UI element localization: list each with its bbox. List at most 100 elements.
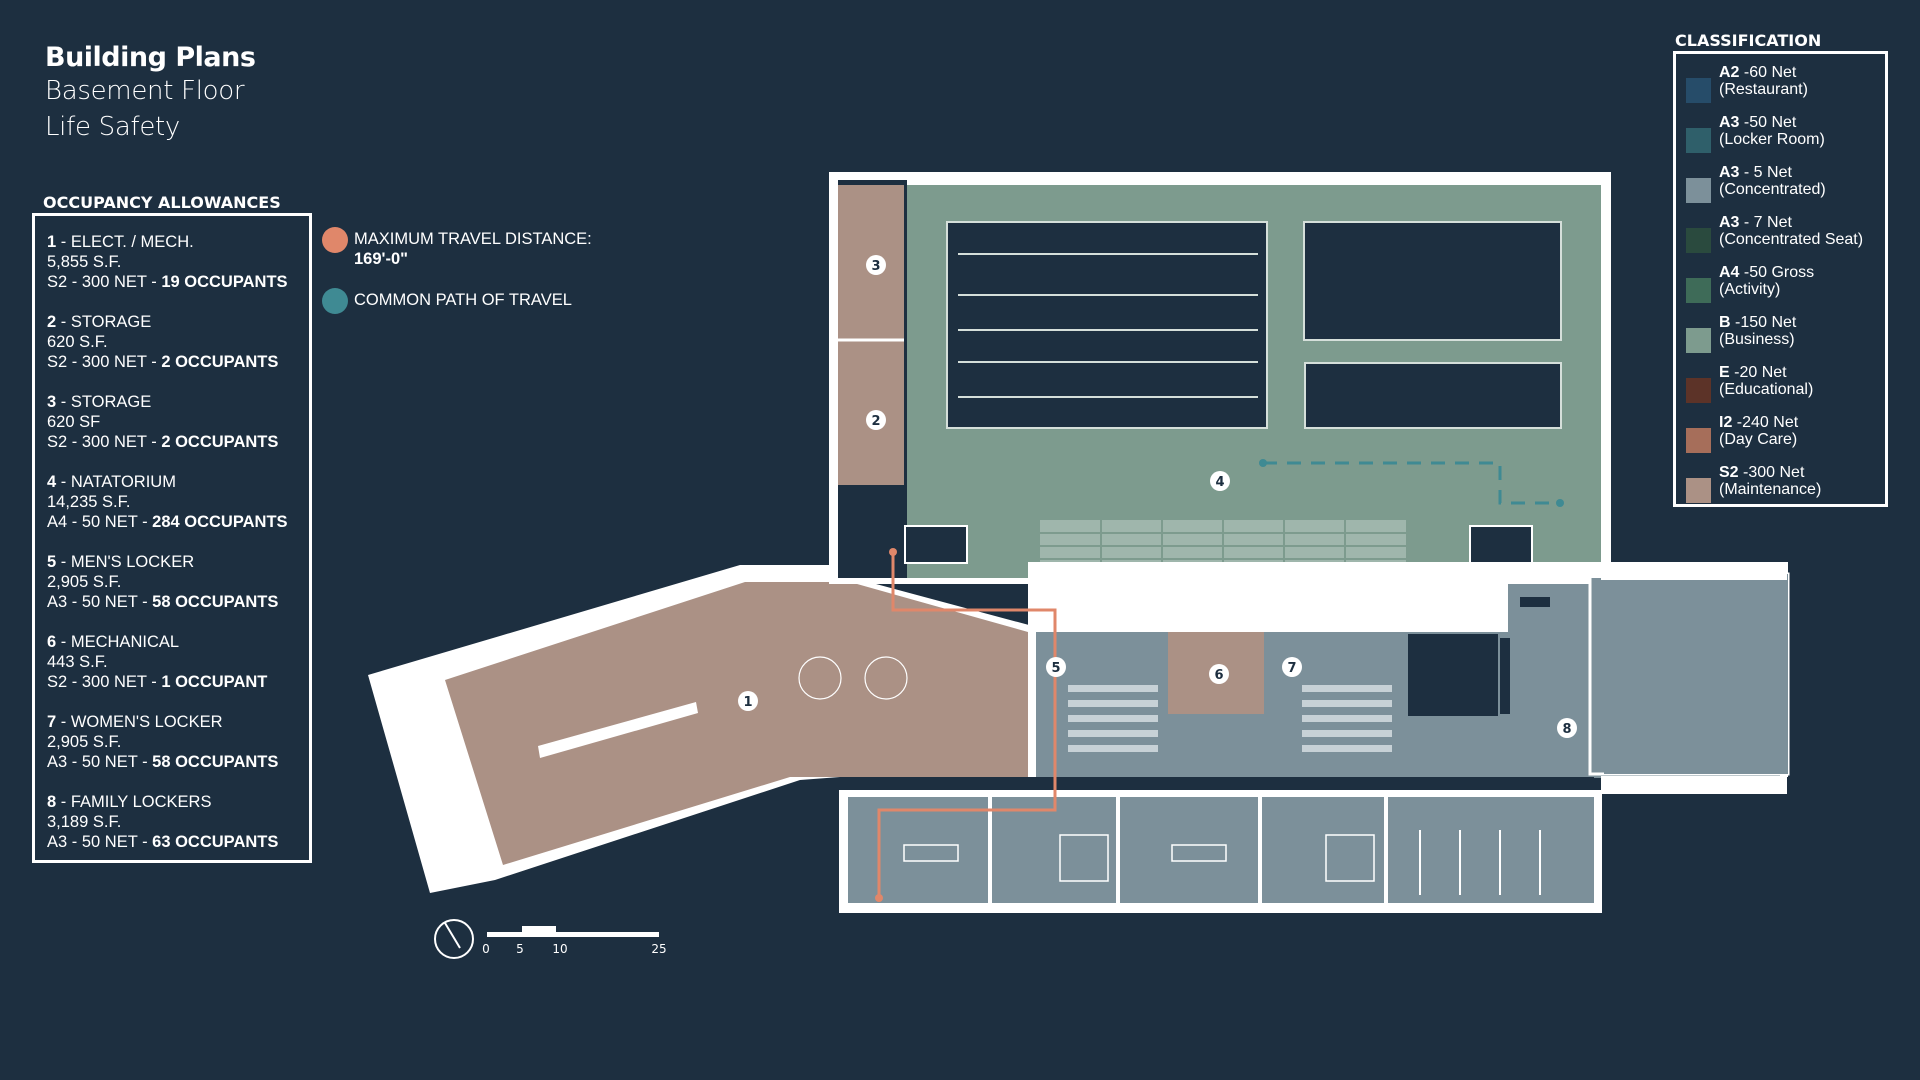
room-marker-3: 3 <box>866 255 886 275</box>
occupancy-count: 2 OCCUPANTS <box>161 433 279 451</box>
classification-code: E <box>1719 364 1730 381</box>
common-path-end <box>1556 499 1564 507</box>
occupancy-rule: S2 - 300 NET - <box>47 673 162 691</box>
occupancy-num: 4 <box>47 473 57 491</box>
classification-desc: (Restaurant) <box>1719 81 1808 98</box>
common-path-dot <box>322 288 348 314</box>
occupancy-num: 1 <box>47 233 57 251</box>
occupancy-name: - STORAGE <box>56 313 152 331</box>
classification-code: I2 <box>1719 414 1733 431</box>
occupancy-count: 1 OCCUPANT <box>161 673 268 691</box>
lap-pool <box>946 221 1268 429</box>
scale-bar: 0 5 10 25 <box>482 926 667 956</box>
occupancy-num: 6 <box>47 633 57 651</box>
occupancy-name: - FAMILY LOCKERS <box>56 793 212 811</box>
classification-label: -240 Net <box>1732 414 1799 431</box>
room-3-2-storage <box>838 185 904 485</box>
max-travel-value: 169'-0" <box>354 250 408 268</box>
occupancy-entry: 1 - ELECT. / MECH.5,855 S.F.S2 - 300 NET… <box>47 232 309 292</box>
occupancy-count: 2 OCCUPANTS <box>161 353 279 371</box>
occupancy-num: 2 <box>47 313 57 331</box>
classification-swatch <box>1686 378 1711 403</box>
occupancy-area: 620 SF <box>47 413 101 431</box>
svg-text:8: 8 <box>1562 722 1571 737</box>
leisure-pool <box>1303 221 1562 341</box>
svg-text:7: 7 <box>1287 661 1296 676</box>
occupancy-count: 19 OCCUPANTS <box>161 273 288 291</box>
classification-item: A3 - 7 Net(Concentrated Seat) <box>1686 214 1885 264</box>
scale-tick-5: 5 <box>516 942 524 956</box>
svg-text:3: 3 <box>871 259 880 274</box>
classification-item: A3 - 5 Net(Concentrated) <box>1686 164 1885 214</box>
classification-item: A4 -50 Gross(Activity) <box>1686 264 1885 314</box>
room-marker-1: 1 <box>738 691 758 711</box>
classification-desc: (Maintenance) <box>1719 481 1822 498</box>
classification-swatch <box>1686 178 1711 203</box>
classification-swatch <box>1686 228 1711 253</box>
occupancy-area: 3,189 S.F. <box>47 813 122 831</box>
occupancy-num: 7 <box>47 713 57 731</box>
classification-code: A4 <box>1719 264 1740 281</box>
occupancy-rule: S2 - 300 NET - <box>47 433 162 451</box>
classification-label: -60 Net <box>1739 64 1797 81</box>
occupancy-area: 2,905 S.F. <box>47 733 122 751</box>
room-marker-6: 6 <box>1209 664 1229 684</box>
classification-label: -300 Net <box>1738 464 1805 481</box>
occupancy-panel: 1 - ELECT. / MECH.5,855 S.F.S2 - 300 NET… <box>32 213 312 863</box>
page-title: Building Plans <box>45 42 256 73</box>
classification-label: - 7 Net <box>1739 214 1792 231</box>
max-travel-legend: MAXIMUM TRAVEL DISTANCE: 169'-0" <box>322 227 592 269</box>
classification-label: -20 Net <box>1729 364 1787 381</box>
classification-desc: (Educational) <box>1719 381 1814 398</box>
classification-swatch <box>1686 328 1711 353</box>
classification-label: -150 Net <box>1730 314 1797 331</box>
classification-code: A3 <box>1719 214 1740 231</box>
room-marker-4: 4 <box>1210 471 1230 491</box>
classification-swatch <box>1686 478 1711 503</box>
classification-swatch <box>1686 278 1711 303</box>
classification-swatch <box>1686 428 1711 453</box>
classification-desc: (Concentrated Seat) <box>1719 231 1864 248</box>
room-1-elect-mech <box>368 565 1040 893</box>
occupancy-entry: 2 - STORAGE 620 S.F. S2 - 300 NET - 2 OCCU… <box>47 312 309 372</box>
classification-item: E -20 Net(Educational) <box>1686 364 1885 414</box>
occupancy-rule: S2 - 300 NET - <box>47 273 162 291</box>
occupancy-rule: A3 - 50 NET - <box>47 753 153 771</box>
title-block: Building Plans Basement Floor Life Safet… <box>45 42 256 145</box>
occupancy-area: 443 S.F. <box>47 653 108 671</box>
common-path-label: COMMON PATH OF TRAVEL <box>354 291 572 309</box>
classification-code: A3 <box>1719 114 1740 131</box>
occupancy-rule: A3 - 50 NET - <box>47 593 153 611</box>
occupancy-rule: S2 - 300 NET - <box>47 353 162 371</box>
occupancy-area: 620 S.F. <box>47 333 108 351</box>
classification-desc: (Business) <box>1719 331 1795 348</box>
classification-code: A2 <box>1719 64 1740 81</box>
lower-rooms <box>839 790 1602 913</box>
classification-panel: A2 -60 Net(Restaurant)A3 -50 Net(Locker … <box>1673 51 1888 507</box>
occupancy-rule: A3 - 50 NET - <box>47 833 153 851</box>
classification-item: A2 -60 Net(Restaurant) <box>1686 64 1885 114</box>
occupancy-num: 5 <box>47 553 57 571</box>
max-travel-path <box>877 552 1057 898</box>
classification-desc: (Activity) <box>1719 281 1781 298</box>
room-marker-8: 8 <box>1557 718 1577 738</box>
room-markers: 1 2 3 4 5 6 7 8 <box>738 255 1577 738</box>
classification-code: B <box>1719 314 1731 331</box>
classification-heading: CLASSIFICATION <box>1675 31 1822 50</box>
classification-label: -50 Net <box>1739 114 1797 131</box>
classification-desc: (Day Care) <box>1719 431 1798 448</box>
room-marker-5: 5 <box>1046 657 1066 677</box>
occupancy-heading: OCCUPANCY ALLOWANCES <box>43 193 281 212</box>
scale-tick-25: 25 <box>651 942 666 956</box>
scale-tick-0: 0 <box>482 942 490 956</box>
occupancy-count: 58 OCCUPANTS <box>152 753 279 771</box>
occupancy-name: - NATATORIUM <box>56 473 176 491</box>
occupancy-area: 2,905 S.F. <box>47 573 122 591</box>
